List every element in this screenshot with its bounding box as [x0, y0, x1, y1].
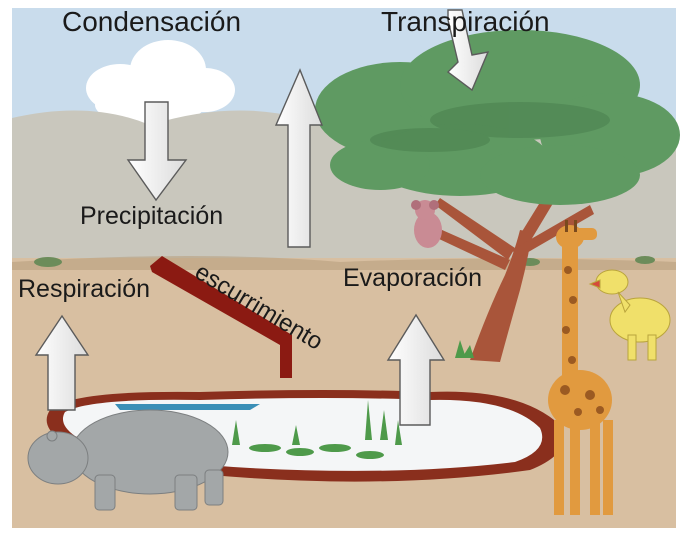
respiration-arrow [34, 314, 90, 411]
condensation-up-arrow [274, 68, 324, 248]
transpiration-arrow [446, 9, 490, 92]
hippo [27, 409, 229, 511]
runoff-arrow [150, 256, 292, 378]
label-transpiracion: Transpiración [381, 6, 550, 37]
pond-blue-stream [115, 404, 260, 410]
pond-plants [232, 340, 474, 459]
label-condensacion: Condensación [62, 6, 242, 37]
koala [411, 200, 442, 248]
cloud [86, 40, 235, 125]
evaporation-arrow [386, 313, 446, 426]
precipitation-arrow [126, 101, 188, 202]
label-respiracion: Respiración [18, 275, 151, 303]
label-evaporacion: Evaporación [343, 264, 482, 292]
label-precipitacion: Precipitación [80, 202, 224, 230]
giraffe [548, 220, 613, 515]
foliage-shadow [370, 102, 610, 152]
acacia-trunk [420, 170, 594, 362]
dinosaur [588, 269, 671, 361]
